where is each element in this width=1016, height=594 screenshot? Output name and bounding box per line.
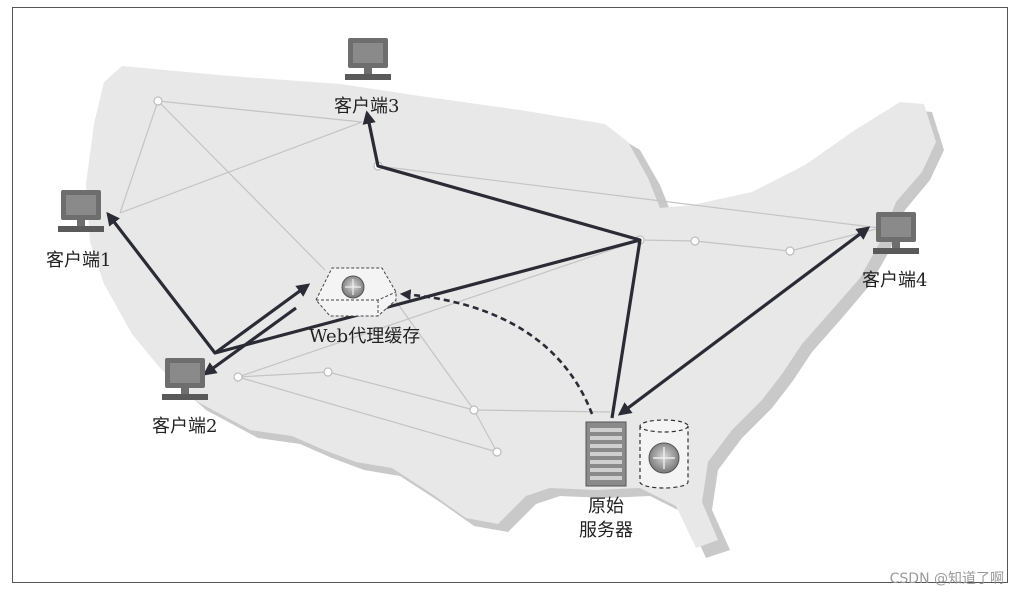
arrow-server-client4 <box>617 226 871 416</box>
monitor-icon <box>873 212 919 254</box>
client2-label: 客户端2 <box>152 416 218 437</box>
client3-label: 客户端3 <box>334 96 400 117</box>
monitor-icon <box>162 358 208 400</box>
client4-label: 客户端4 <box>862 270 928 291</box>
arrow-client2-to-proxy <box>214 283 311 355</box>
figure-frame <box>12 7 1008 583</box>
traffic-arrows <box>106 110 871 419</box>
monitor-icon <box>345 38 391 80</box>
arrow-server-to-proxy-dashed <box>399 289 594 415</box>
database-cylinder-icon <box>639 419 689 489</box>
proxy-cache-box-icon <box>315 267 397 317</box>
arrow-proxy-to-client2 <box>202 306 297 376</box>
monitor-icon <box>58 190 104 232</box>
proxy-label: Web代理缓存 <box>309 326 421 347</box>
server-label-line1: 原始 <box>588 496 624 517</box>
server-label-line2: 服务器 <box>579 520 633 541</box>
watermark: CSDN @知道了啊 <box>889 571 1004 587</box>
arrow-server-to-client3 <box>362 110 641 242</box>
server-tower-icon <box>585 421 627 487</box>
client1-label: 客户端1 <box>46 250 112 271</box>
us-map <box>86 66 936 548</box>
